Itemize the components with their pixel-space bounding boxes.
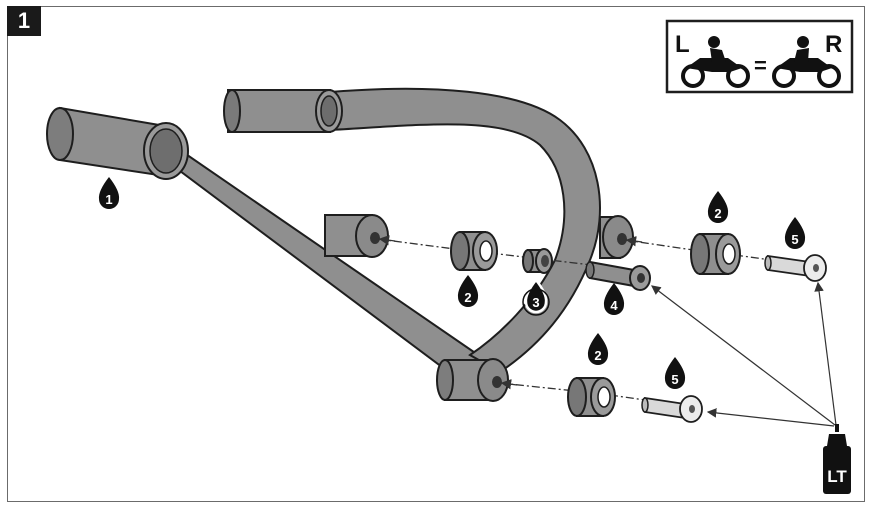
callout-pin-bushing: 3 bbox=[522, 277, 550, 316]
callout-number: 5 bbox=[791, 232, 798, 247]
callout-pin-spacer_c: 2 bbox=[587, 333, 609, 365]
threadlock-label: LT bbox=[827, 467, 847, 486]
step-number-badge: 1 bbox=[7, 6, 41, 36]
bushing-3 bbox=[522, 248, 553, 274]
right-side-label: R bbox=[825, 31, 842, 58]
equals-sign: = bbox=[754, 53, 767, 78]
callout-ring bbox=[522, 288, 550, 316]
callout-pin-frame: 1 bbox=[98, 177, 120, 209]
callout-pin-screw_b: 5 bbox=[664, 357, 686, 389]
callout-number: 1 bbox=[105, 192, 112, 207]
side-equivalence-badge: L R = bbox=[665, 19, 854, 94]
spacer-2-upper bbox=[450, 231, 498, 271]
callout-pin-spacer_b: 2 bbox=[707, 191, 729, 223]
diagram-frame bbox=[7, 6, 865, 502]
threadlock-leaders bbox=[651, 281, 837, 427]
callout-number: 4 bbox=[610, 298, 618, 313]
guard-frame bbox=[46, 87, 634, 402]
motorcycle-rider-left-icon bbox=[681, 36, 750, 88]
threadlocker-bottle-icon: LT bbox=[823, 424, 851, 494]
motorcycle-rider-right-icon bbox=[772, 36, 841, 88]
callout-pin-screw_a: 5 bbox=[784, 217, 806, 249]
bolt-4 bbox=[585, 260, 651, 291]
screw-5-upper bbox=[764, 254, 827, 282]
callout-number: 5 bbox=[671, 372, 678, 387]
spacer-2-lower bbox=[567, 377, 616, 417]
callouts: 1 2 3 4 2 5 2 5 bbox=[98, 177, 806, 389]
callout-number: 2 bbox=[594, 348, 601, 363]
callout-number: 2 bbox=[714, 206, 721, 221]
assembly-arrows bbox=[378, 235, 643, 390]
spacer-2-right bbox=[690, 233, 741, 275]
callout-number: 3 bbox=[532, 295, 539, 310]
callout-number: 2 bbox=[464, 290, 471, 305]
callout-pin-bolt_long: 4 bbox=[603, 283, 625, 315]
left-side-label: L bbox=[675, 31, 690, 58]
screw-5-lower bbox=[641, 395, 703, 423]
callout-pin-spacer_a: 2 bbox=[457, 275, 479, 307]
